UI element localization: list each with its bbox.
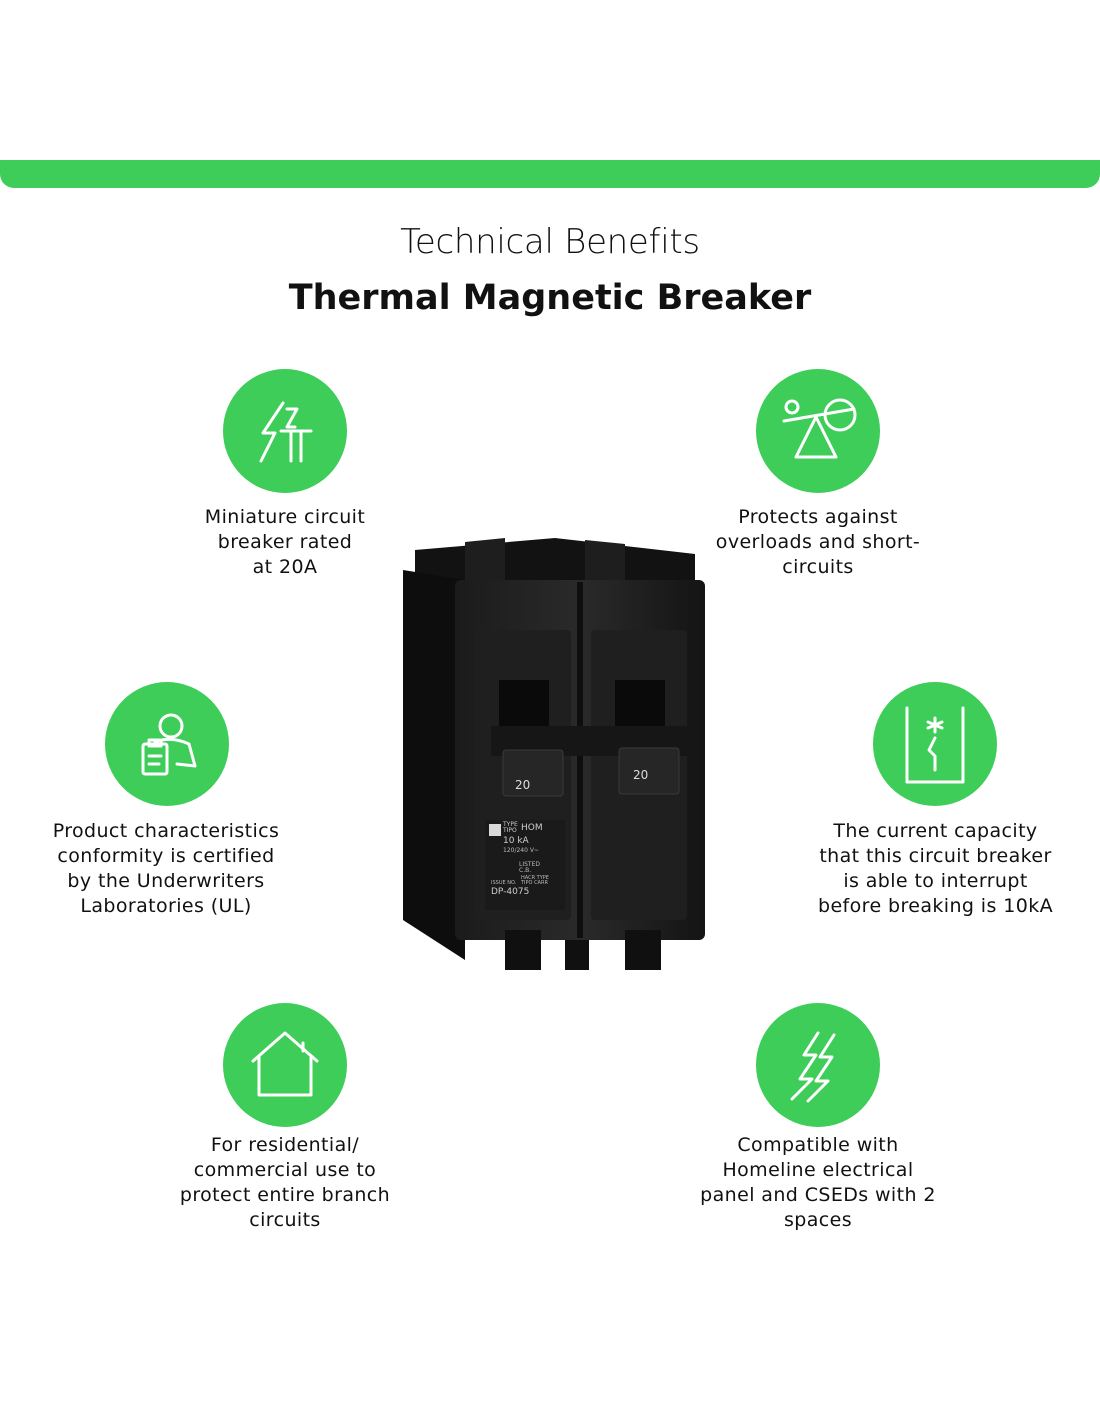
double-lightning-icon bbox=[756, 1003, 880, 1127]
feature-caption: Protects against overloads and short- ci… bbox=[715, 506, 921, 578]
voltage-label: 120/240 V~ bbox=[503, 847, 539, 854]
listed-label: LISTED C.B. bbox=[519, 861, 540, 874]
feature-caption: Compatible with Homeline electrical pane… bbox=[700, 1134, 936, 1231]
hacr-label: HACR TYPE TIPO CARR bbox=[521, 875, 549, 886]
house-icon bbox=[223, 1003, 347, 1127]
page-title: Technical Benefits bbox=[400, 222, 700, 262]
issue-label: ISSUE NO. bbox=[491, 880, 517, 886]
handle-label-right: 20 bbox=[633, 768, 649, 782]
feature-caption: Miniature circuit breaker rated at 20A bbox=[204, 506, 366, 578]
type-label: TYPE TIPO bbox=[503, 821, 518, 834]
top-accent-bar bbox=[0, 160, 1100, 188]
feature-caption: Product characteristics conformity is ce… bbox=[52, 820, 280, 917]
feature-caption: For residential/ commercial use to prote… bbox=[179, 1134, 391, 1231]
lightning-tower-icon bbox=[223, 369, 347, 493]
rating-label: 10 kA bbox=[503, 836, 529, 846]
feature-caption: The current capacity that this circuit b… bbox=[818, 820, 1053, 917]
balance-seesaw-icon bbox=[756, 369, 880, 493]
type-value: HOM bbox=[521, 823, 543, 833]
page-subtitle: Thermal Magnetic Breaker bbox=[288, 278, 812, 318]
breaker-switch-icon bbox=[873, 682, 997, 806]
certified-person-icon bbox=[105, 682, 229, 806]
handle-label-left: 20 bbox=[515, 778, 531, 792]
model-label: DP-4075 bbox=[491, 887, 530, 897]
circuit-breaker-image: 20 20 TYPE TIPO HOM 10 kA 120/240 V~ LIS… bbox=[395, 520, 715, 980]
